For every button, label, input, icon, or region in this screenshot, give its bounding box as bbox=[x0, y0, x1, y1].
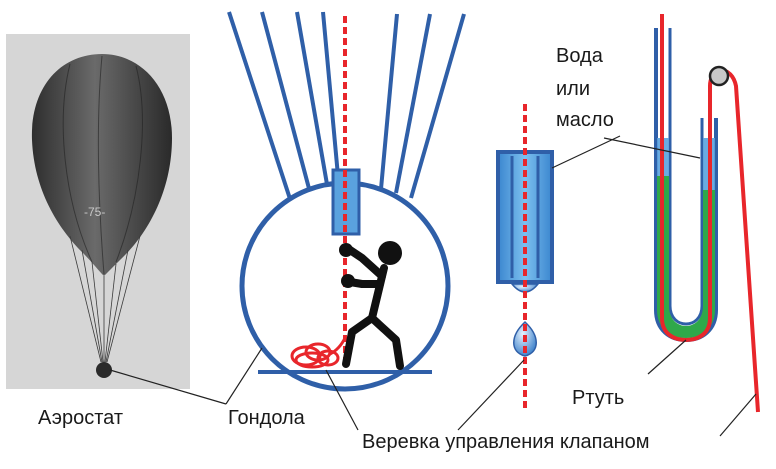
mercury bbox=[657, 176, 715, 338]
rope-coil bbox=[290, 337, 347, 369]
suspension-lines bbox=[227, 11, 466, 206]
person-hand-lower bbox=[341, 274, 355, 288]
label-water-line3: масло bbox=[556, 109, 614, 131]
photo-gondola bbox=[96, 362, 112, 378]
pulley bbox=[708, 65, 730, 87]
balloon-number: -75- bbox=[84, 205, 105, 219]
u-tube-diagram bbox=[654, 14, 760, 413]
rigging-lines bbox=[69, 235, 141, 363]
balloon-envelope bbox=[31, 54, 172, 276]
label-valve-rope: Веревка управления клапаном bbox=[362, 431, 649, 453]
aerostat-photo: -75- bbox=[6, 34, 190, 389]
valve-sleeve bbox=[331, 168, 361, 236]
label-water-line1: Вода bbox=[556, 45, 604, 67]
gondola-diagram bbox=[227, 11, 466, 392]
label-aerostat: Аэростат bbox=[38, 407, 123, 429]
u-tube-inner bbox=[668, 28, 704, 326]
valve-tube-diagram bbox=[496, 104, 554, 412]
label-mercury: Ртуть bbox=[572, 387, 624, 409]
leader-lines bbox=[109, 135, 757, 437]
person-hand-upper bbox=[339, 243, 353, 257]
person-figure bbox=[342, 241, 404, 370]
label-gondola: Гондола bbox=[228, 407, 306, 429]
label-water-line2: или bbox=[556, 78, 590, 100]
